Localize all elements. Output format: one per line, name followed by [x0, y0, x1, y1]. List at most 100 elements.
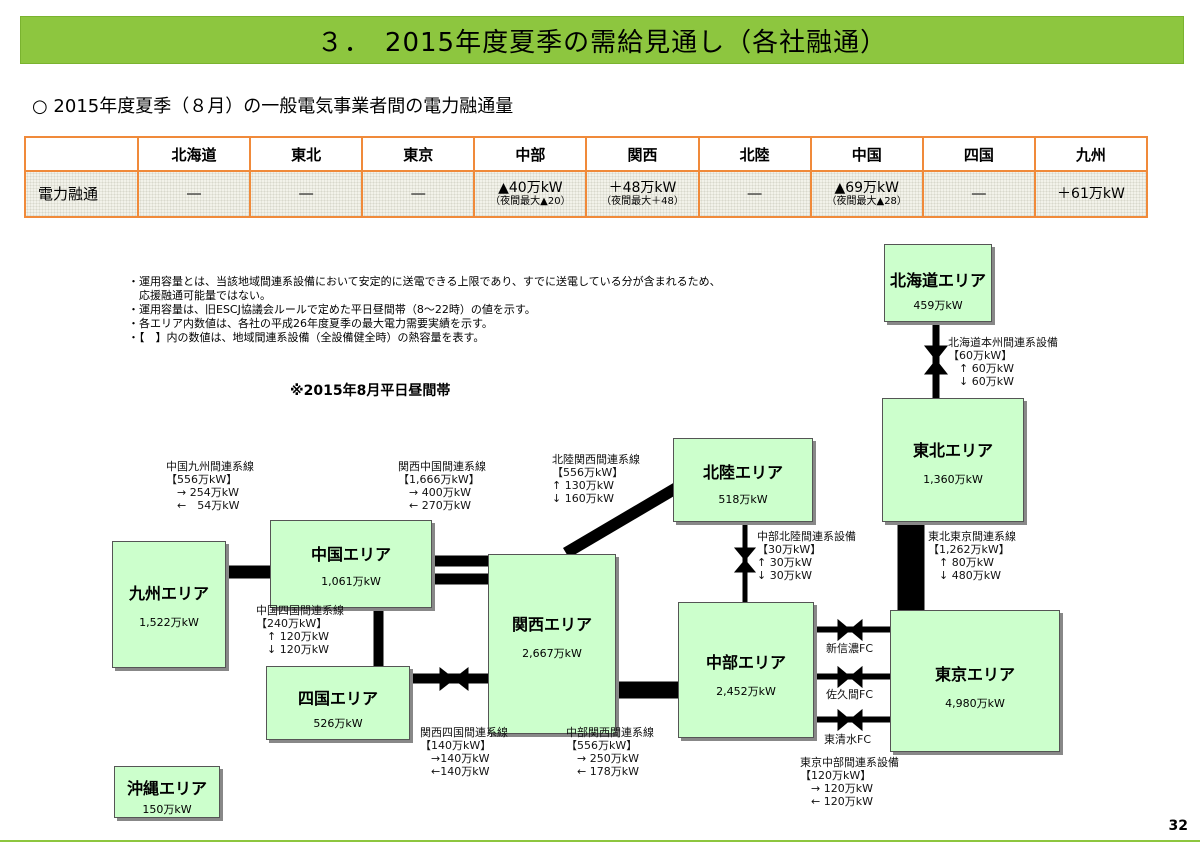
area-name: 中部エリア: [705, 653, 786, 672]
area-tohoku: 東北エリア 1,360万kW: [882, 398, 1024, 522]
link-label-hokkaido-honshu: 北海道本州間連系設備 【60万kW】 ↑ 60万kW ↓ 60万kW: [948, 336, 1058, 388]
area-name: 中国エリア: [310, 545, 391, 564]
table-header-row: 北海道 東北 東京 中部 関西 北陸 中国 四国 九州: [24, 136, 1149, 172]
power-interchange-table: 北海道 東北 東京 中部 関西 北陸 中国 四国 九州 電力融通 ― ― ― ▲…: [24, 136, 1149, 218]
area-shikoku: 四国エリア 526万kW: [266, 666, 410, 740]
footnote-line: ・運用容量とは、当該地域間連系設備において安定的に送電できる上限であり、すでに送…: [128, 275, 721, 288]
tohoku-tokyo-link: [897, 519, 925, 611]
area-value: 2,667万kW: [522, 647, 582, 660]
cell-main: ＋48万kW: [608, 180, 677, 196]
cell-main: ―: [747, 186, 762, 202]
cell-sub: （夜間最大▲20）: [490, 196, 571, 207]
table-header-cell: 中部: [473, 136, 588, 172]
kansai-chubu-link: [613, 681, 679, 699]
link-label-kansai-shikoku: 関西四国間連系線 【140万kW】 →140万kW ←140万kW: [420, 726, 508, 778]
cell-main: ▲69万kW: [834, 180, 899, 196]
table-cell: ―: [249, 170, 364, 218]
cell-sub: （夜間最大＋48）: [601, 196, 684, 207]
area-chugoku: 中国エリア 1,061万kW: [270, 520, 432, 608]
chugoku-kansai-link: [429, 573, 489, 585]
area-value: 150万kW: [142, 803, 192, 816]
area-chubu: 中部エリア 2,452万kW: [678, 602, 814, 738]
chugoku-kansai-link: [429, 555, 489, 567]
section-subtitle: ○ 2015年度夏季（８月）の一般電気事業者間の電力融通量: [32, 96, 514, 117]
valve-icon: [439, 666, 469, 692]
fc-label-sakuma: 佐久間FC: [826, 688, 874, 701]
cell-main: ―: [971, 186, 986, 202]
table-header-cell: 東北: [249, 136, 364, 172]
area-value: 526万kW: [313, 717, 363, 730]
area-hokuriku: 北陸エリア 518万kW: [673, 438, 813, 522]
table-header-cell: 四国: [921, 136, 1036, 172]
area-name: 沖縄エリア: [126, 779, 207, 798]
area-value: 1,360万kW: [923, 473, 983, 486]
fc-label-shinshinano: 新信濃FC: [826, 642, 874, 655]
table-cell: ▲69万kW（夜間最大▲28）: [809, 170, 924, 218]
cell-main: ―: [299, 186, 314, 202]
area-value: 4,980万kW: [945, 697, 1005, 710]
table-cell: ▲40万kW（夜間最大▲20）: [473, 170, 588, 218]
link-label-tohoku-tokyo: 東北東京間連系線 【1,262万kW】 ↑ 80万kW ↓ 480万kW: [928, 530, 1016, 582]
valve-icon: [837, 665, 863, 689]
table-row: 電力融通 ― ― ― ▲40万kW（夜間最大▲20） ＋48万kW（夜間最大＋4…: [24, 170, 1149, 218]
table-header-cell: 北海道: [136, 136, 252, 172]
table-row-label: 電力融通: [24, 170, 139, 218]
link-label-tokyo-chubu: 東京中部間連系設備 【120万kW】 → 120万kW ← 120万kW: [800, 756, 899, 808]
area-name: 九州エリア: [128, 584, 209, 603]
cell-main: ―: [187, 186, 202, 202]
link-label-chugoku-shikoku: 中国四国間連系線 【240万kW】 ↑ 120万kW ↓ 120万kW: [256, 604, 344, 656]
footer-rule: [0, 840, 1200, 842]
table-cell: ―: [361, 170, 476, 218]
area-hokkaido: 北海道エリア 459万kW: [884, 244, 992, 322]
area-name: 四国エリア: [297, 689, 378, 708]
page-number: 32: [1168, 818, 1188, 834]
link-label-chubu-hokuriku: 中部北陸間連系設備 【30万kW】 ↑ 30万kW ↓ 30万kW: [757, 530, 856, 582]
table-header-cell: 北陸: [697, 136, 812, 172]
table-header-cell: 九州: [1033, 136, 1149, 172]
link-label-hokuriku-kansai: 北陸関西間連系線 【556万kW】 ↑ 130万kW ↓ 160万kW: [552, 453, 640, 505]
valve-icon: [733, 547, 757, 573]
link-label-chugoku-kyushu: 中国九州間連系線 【556万kW】 → 254万kW ← 54万kW: [166, 460, 254, 512]
area-tokyo: 東京エリア 4,980万kW: [890, 610, 1060, 752]
cell-main: ▲40万kW: [498, 180, 563, 196]
area-value: 459万kW: [913, 299, 963, 312]
valve-icon: [923, 345, 949, 375]
area-value: 2,452万kW: [716, 685, 776, 698]
area-name: 関西エリア: [511, 615, 592, 634]
table-cell: ―: [921, 170, 1036, 218]
area-kyushu: 九州エリア 1,522万kW: [112, 541, 226, 668]
table-header-cell: [24, 136, 139, 172]
page-title: ３． 2015年度夏季の需給見通し（各社融通）: [20, 16, 1184, 64]
kyushu-chugoku-link: [223, 565, 271, 579]
area-okinawa: 沖縄エリア 150万kW: [114, 766, 220, 818]
area-name: 北海道エリア: [889, 271, 986, 290]
link-label-kansai-chugoku: 関西中国間連系線 【1,666万kW】 → 400万kW ← 270万kW: [398, 460, 486, 512]
table-header-cell: 中国: [809, 136, 924, 172]
area-value: 1,522万kW: [139, 616, 199, 629]
fc-label-higashishimizu: 東清水FC: [824, 733, 872, 746]
valve-icon: [837, 708, 863, 732]
area-name: 東京エリア: [934, 665, 1015, 684]
footnote-line: ・運用容量は、旧ESCJ協議会ルールで定めた平日昼間帯（8～22時）の値を示す。: [128, 303, 536, 316]
cell-sub: （夜間最大▲28）: [826, 196, 907, 207]
period-label: ※2015年8月平日昼間帯: [290, 383, 451, 399]
footnote-line: 応援融通可能量ではない。: [128, 289, 271, 302]
table-cell: ―: [136, 170, 252, 218]
area-name: 北陸エリア: [702, 463, 783, 482]
footnote-line: ・【 】内の数値は、地域間連系設備（全設備健全時）の熱容量を表す。: [128, 331, 485, 344]
table-cell: ＋48万kW（夜間最大＋48）: [585, 170, 700, 218]
area-kansai: 関西エリア 2,667万kW: [488, 554, 616, 734]
valve-icon: [837, 618, 863, 642]
cell-main: ―: [411, 186, 426, 202]
chugoku-shikoku-link: [373, 605, 384, 667]
cell-main: ＋61万kW: [1057, 186, 1125, 202]
table-header-cell: 東京: [361, 136, 476, 172]
link-label-chubu-kansai: 中部関西間連系線 【556万kW】 → 250万kW ← 178万kW: [566, 726, 654, 778]
area-value: 1,061万kW: [321, 575, 381, 588]
area-name: 東北エリア: [912, 441, 993, 460]
table-cell: ―: [697, 170, 812, 218]
hokuriku-kansai-link: [563, 482, 681, 558]
footnotes: ・運用容量とは、当該地域間連系設備において安定的に送電できる上限であり、すでに送…: [128, 275, 721, 345]
